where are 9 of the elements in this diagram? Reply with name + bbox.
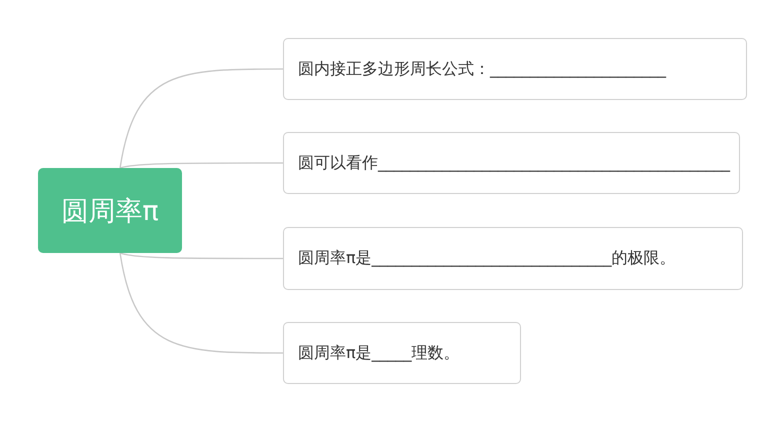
fill-in-box: 圆可以看作____________________________________________: [283, 132, 740, 194]
connector-line: [120, 162, 283, 169]
connector-line: [119, 252, 283, 354]
central-topic-box: 圆周率π: [38, 168, 182, 253]
fill-in-box: 圆内接正多边形周长公式：______________________: [283, 38, 747, 100]
connector-line: [120, 252, 283, 260]
fill-in-box: 圆周率π是______________________________的极限。: [283, 227, 743, 290]
connector-line: [119, 68, 283, 168]
fill-in-box: 圆周率π是_____理数。: [283, 322, 521, 384]
